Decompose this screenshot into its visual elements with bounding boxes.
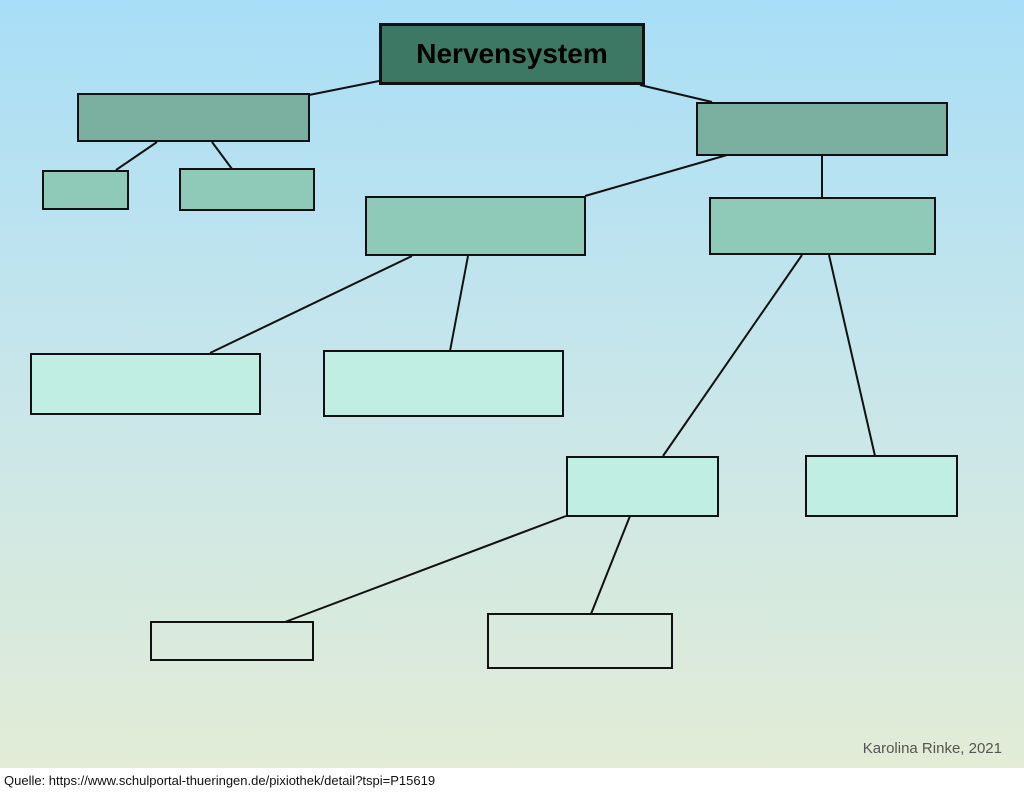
connector-r3c-left (284, 515, 567, 623)
connector-right-mid-a (584, 154, 728, 197)
source-caption: Quelle: https://www.schulportal-thuering… (4, 773, 436, 788)
connector-r3c-right (590, 515, 631, 615)
node-level2-a (365, 196, 586, 256)
node-level2-b (709, 197, 936, 255)
node-level1-right (696, 102, 948, 156)
connector-root-left (308, 80, 380, 96)
connector-mid-a-right (449, 255, 469, 352)
node-level3-c (566, 456, 719, 517)
connector-left-child-b (211, 141, 233, 170)
node-level3-a (30, 353, 261, 415)
node-level4-b (487, 613, 673, 669)
node-level3-d (805, 455, 958, 517)
node-left-child-b (179, 168, 315, 211)
node-level4-a (150, 621, 314, 661)
connector-lines (115, 80, 876, 623)
node-left-child-a (42, 170, 129, 210)
connector-mid-b-left (662, 254, 803, 457)
diagram-canvas: Nervensystem Karolina Rinke, 2021 (0, 0, 1024, 768)
connector-root-right (639, 84, 713, 103)
node-level1-left (77, 93, 310, 142)
connector-mid-b-right (828, 254, 876, 457)
node-level3-b (323, 350, 564, 417)
root-title: Nervensystem (416, 38, 608, 69)
root-node: Nervensystem (379, 23, 645, 85)
author-credit: Karolina Rinke, 2021 (862, 740, 1002, 757)
connector-left-child-a (115, 141, 158, 171)
connector-mid-a-left (209, 255, 413, 354)
